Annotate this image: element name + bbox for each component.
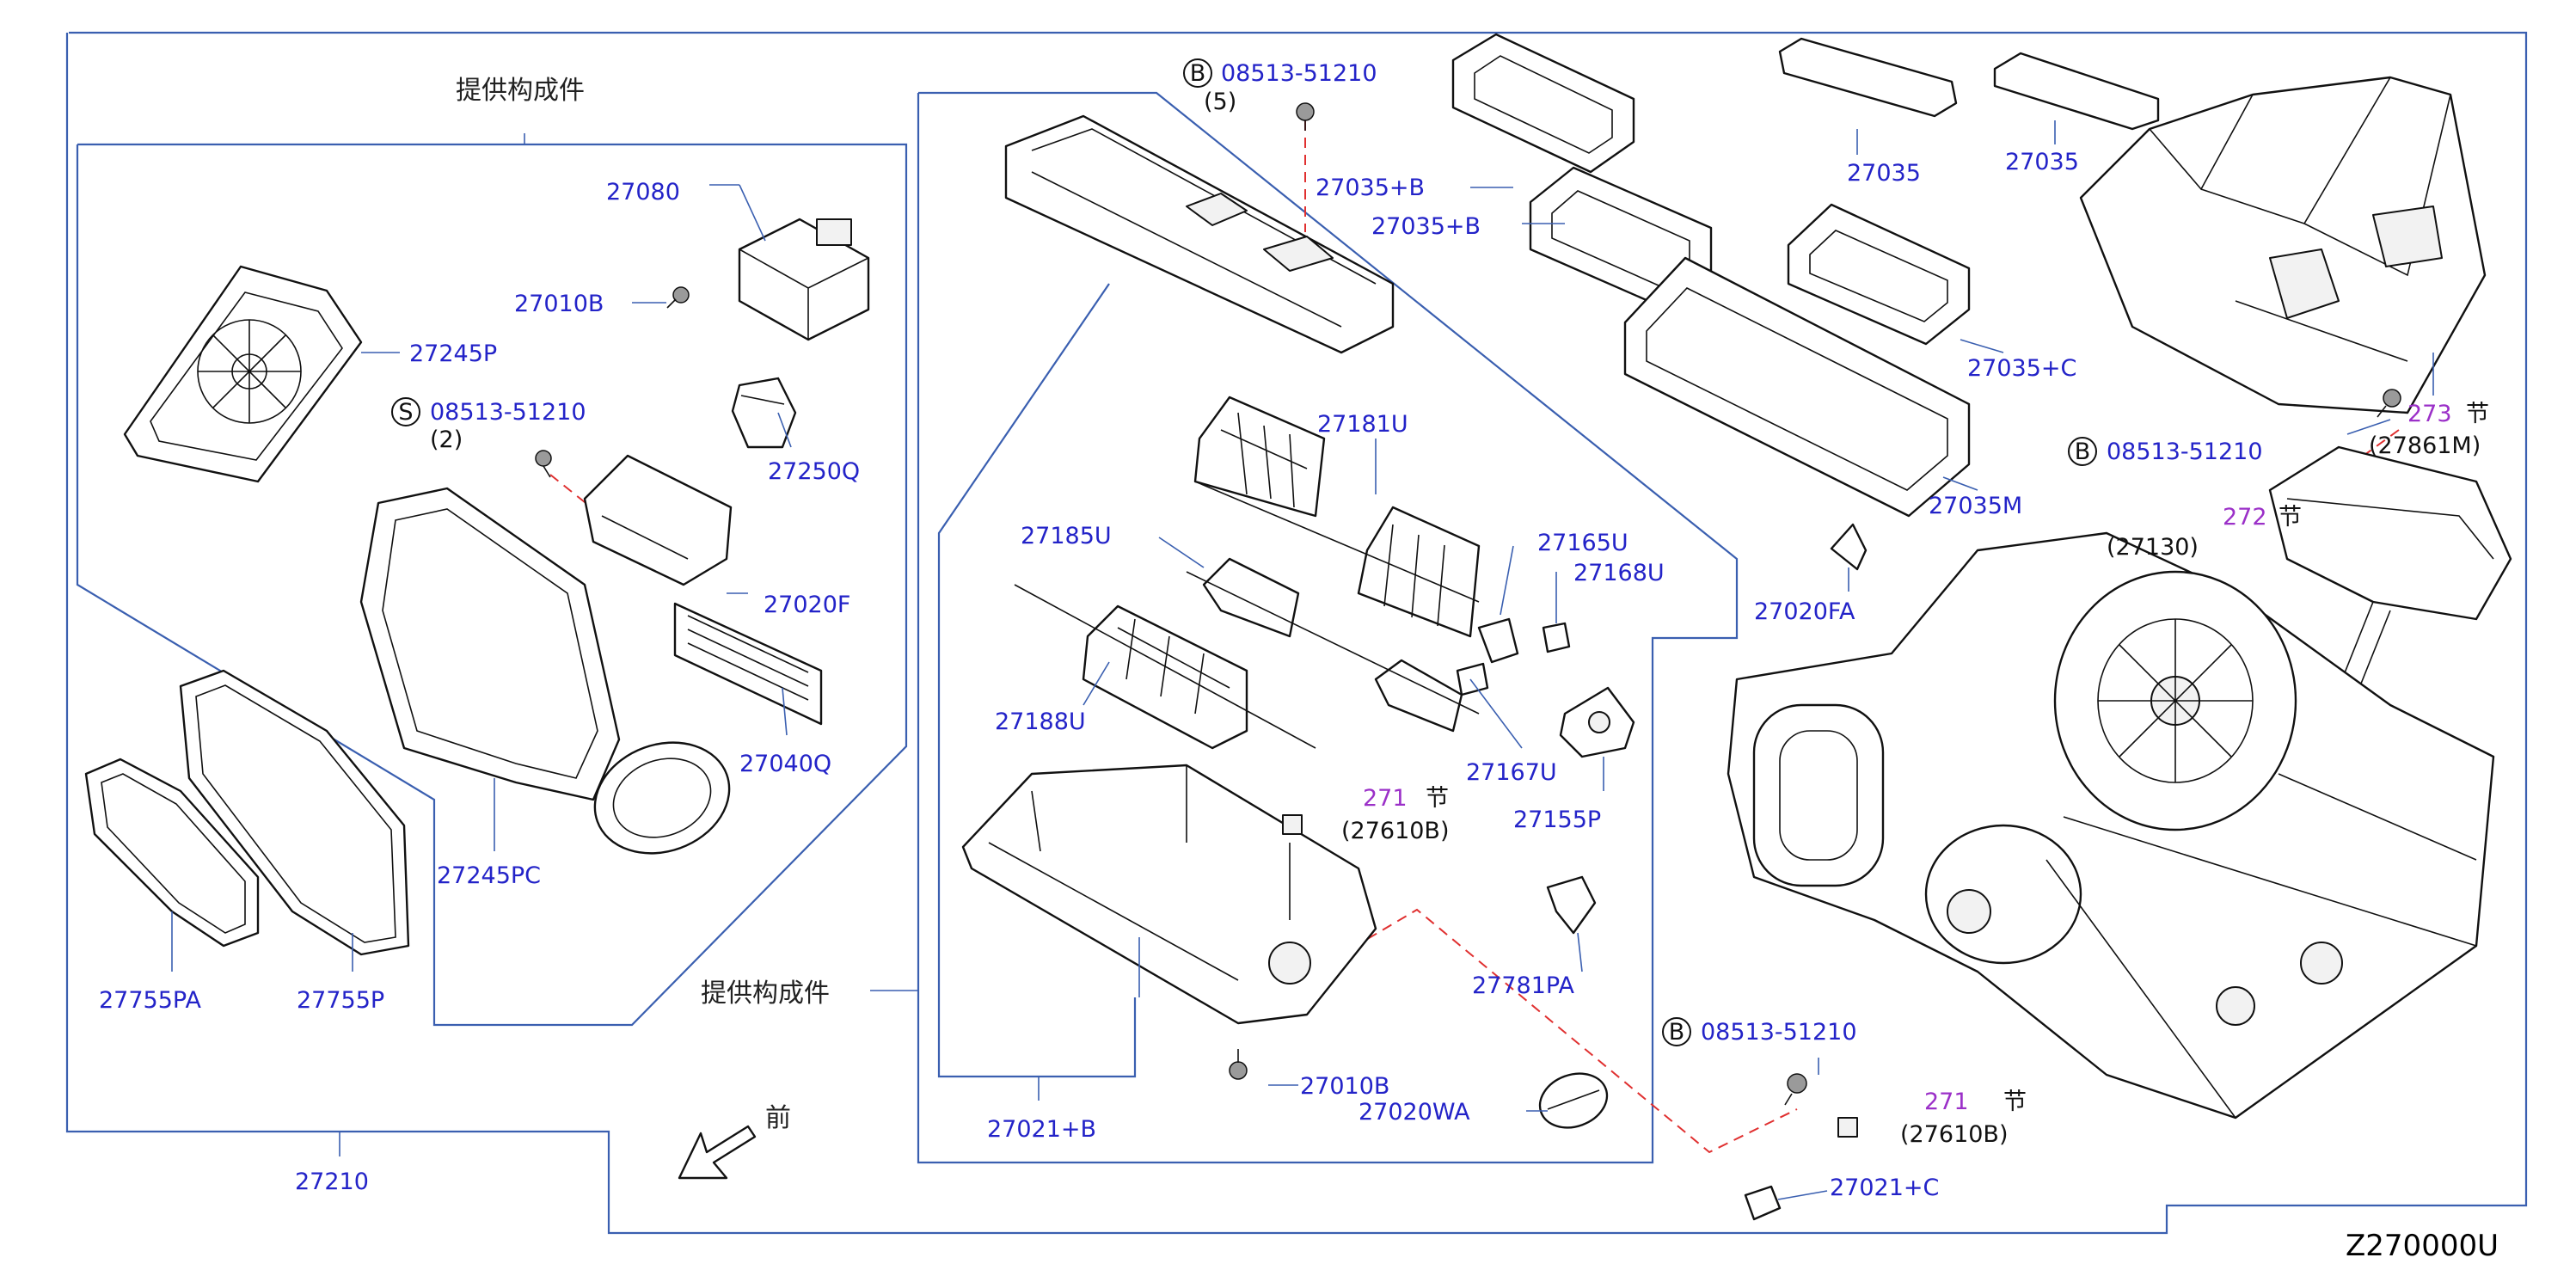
part-27035-b: 27035 (2005, 149, 2079, 175)
part-27035-a: 27035 (1847, 160, 1921, 187)
part-27080: 27080 (606, 179, 680, 206)
lever-27155p-drawing (1559, 686, 1635, 758)
door-27181u-drawing (1193, 396, 1481, 638)
section-mark-273: 节 (2466, 401, 2489, 427)
part-27861m: (27861M) (2369, 432, 2481, 459)
part-27188u: 27188U (995, 709, 1086, 735)
part-27021c: 27021+C (1830, 1175, 1939, 1201)
screw-27010b-drawing (666, 286, 690, 309)
diagram-code: Z270000U (2346, 1229, 2499, 1263)
inner-kit-boundary (870, 283, 1137, 1078)
marker-s (391, 397, 420, 426)
outer-boundary (65, 31, 2528, 1235)
clip-27610b-b-drawing (1837, 1117, 1858, 1138)
supply-kit-label-lower: 提供构成件 (701, 978, 830, 1009)
hvac-unit-drawing (1727, 531, 2495, 1120)
part-27155p: 27155P (1513, 807, 1601, 833)
part-27035m: 27035M (1929, 493, 2022, 519)
section-mark-271-b: 节 (2003, 1089, 2027, 1115)
part-27130: (27130) (2107, 534, 2199, 561)
part-27781pa: 27781PA (1472, 972, 1574, 999)
clip-27610b-a-drawing (1282, 814, 1303, 835)
section-mark-271-a: 节 (1426, 785, 1449, 812)
part-27610b-b: (27610B) (1900, 1121, 2008, 1148)
part-27035b-b: 27035+B (1371, 213, 1481, 240)
section-ref-271-a: 271 (1363, 785, 1408, 812)
qty-5: (5) (1204, 89, 1236, 115)
door-27185u-drawing (1186, 557, 1480, 733)
supply-kit-label-upper: 提供构成件 (456, 76, 585, 106)
part-27035b-a: 27035+B (1316, 175, 1425, 201)
intake-housing-27245pc-drawing (359, 487, 731, 855)
front-label: 前 (765, 1103, 791, 1133)
part-27168u: 27168U (1573, 560, 1665, 586)
lower-case-27021-drawing (961, 764, 1377, 1025)
part-27010b-a: 27010B (514, 291, 604, 317)
part-27021b: 27021+B (987, 1116, 1096, 1143)
part-27165u: 27165U (1537, 530, 1628, 556)
part-08513-b1: 08513-51210 (1221, 60, 1377, 87)
actuator-27080-drawing (738, 218, 870, 341)
part-27610b-a: (27610B) (1341, 818, 1449, 844)
front-arrow-icon (678, 1125, 757, 1180)
link-27165u-drawing (1456, 617, 1571, 696)
leader-lines (171, 120, 2434, 1200)
part-27250q: 27250Q (768, 458, 860, 485)
part-27245p: 27245P (409, 340, 497, 367)
screw-b1-drawing (1296, 102, 1315, 131)
part-08513-b3: 08513-51210 (2107, 439, 2263, 465)
section-ref-273: 273 (2407, 401, 2452, 427)
part-27020fa: 27020FA (1754, 598, 1855, 625)
part-08513-s: 08513-51210 (430, 399, 586, 426)
part-27245pc: 27245PC (437, 862, 541, 889)
screw-s-drawing (535, 450, 552, 478)
marker-b-2-letter: B (1669, 1019, 1685, 1046)
center-kit-boundary (917, 91, 1739, 1164)
clip-27021c-drawing (1744, 1185, 1782, 1221)
left-kit-boundary (76, 133, 908, 1027)
marker-b-1-letter: B (1190, 60, 1206, 87)
upper-duct-housing-drawing (2079, 76, 2487, 414)
screw-273-drawing (2377, 389, 2401, 418)
part-27181u: 27181U (1317, 411, 1408, 438)
screw-b2-drawing (1784, 1073, 1807, 1106)
part-27210: 27210 (295, 1169, 369, 1195)
marker-s-letter: S (398, 399, 413, 426)
part-27755pa: 27755PA (99, 987, 201, 1014)
seal-27755pa-drawing (84, 758, 260, 948)
part-27040q: 27040Q (739, 751, 831, 777)
screw-27010b-b-drawing (1229, 1049, 1248, 1080)
part-27020wa: 27020WA (1359, 1099, 1470, 1126)
part-27020f: 27020F (764, 592, 850, 618)
door-27188u-drawing (1014, 584, 1316, 750)
filter-cover-drawing (123, 265, 363, 483)
qty-2: (2) (430, 426, 463, 453)
part-27185u: 27185U (1021, 523, 1112, 549)
lever-27781pa-drawing (1546, 875, 1597, 935)
part-27035c: 27035+C (1967, 355, 2076, 382)
plate-27020wa-drawing (1538, 1072, 1609, 1129)
marker-b-3-letter: B (2075, 439, 2091, 465)
marker-b-1 (1183, 58, 1212, 88)
section-ref-271-b: 271 (1924, 1089, 1969, 1115)
part-27167u: 27167U (1466, 759, 1557, 786)
marker-b-3 (2068, 437, 2097, 466)
upper-case-27021-drawing (1004, 114, 1395, 354)
seal-27755p-drawing (179, 669, 410, 956)
part-27755p: 27755P (297, 987, 384, 1014)
seals-27035-drawing (1451, 33, 2160, 571)
section-ref-272: 272 (2223, 504, 2267, 531)
part-08513-b2: 08513-51210 (1701, 1019, 1857, 1046)
bracket-27020f-drawing (583, 454, 733, 586)
section-mark-272: 节 (2279, 504, 2302, 531)
filter-element-27040q-drawing (673, 602, 823, 726)
part-27010b-b: 27010B (1300, 1073, 1389, 1100)
marker-b-2 (1662, 1017, 1691, 1046)
motor-27250q-drawing (731, 377, 797, 449)
